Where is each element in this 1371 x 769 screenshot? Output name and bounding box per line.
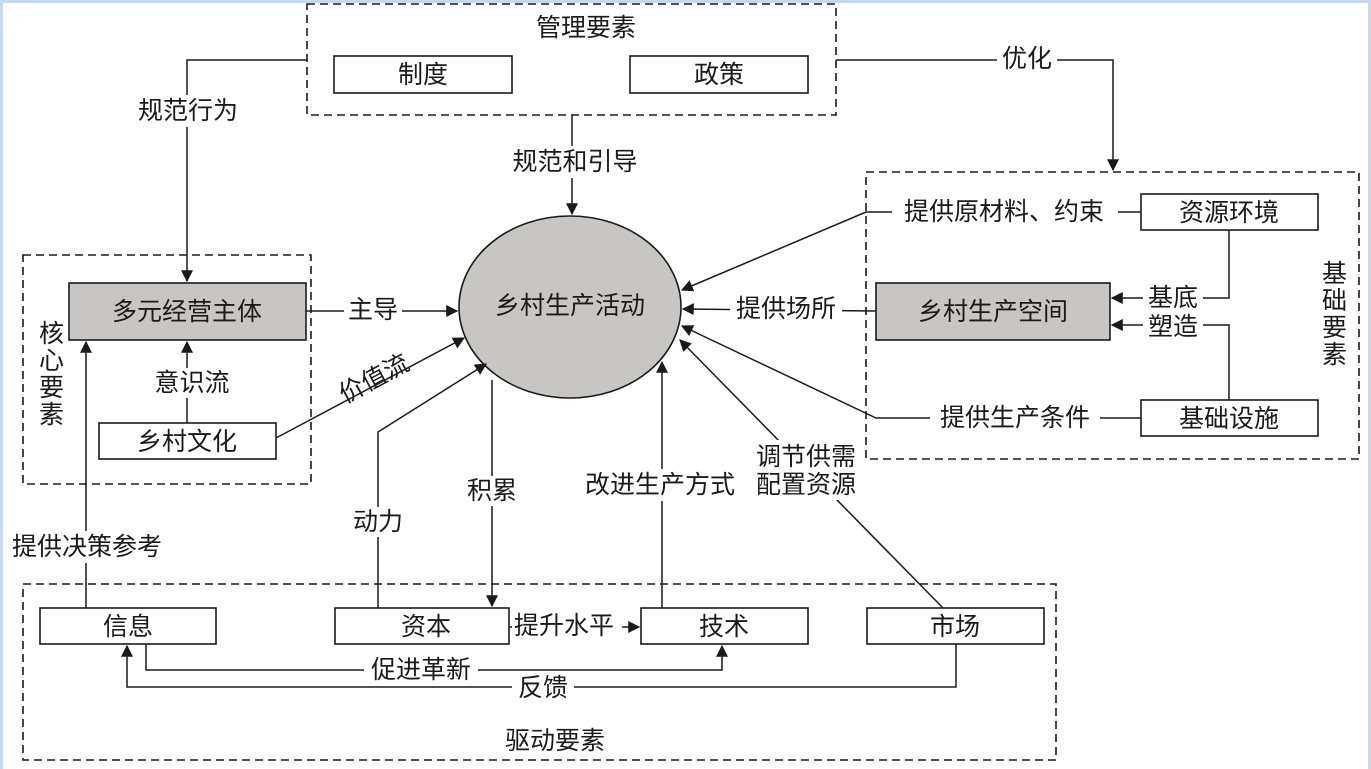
power-label-bg	[350, 507, 406, 537]
provide-site-label: 提供场所	[736, 294, 836, 323]
shape-label-bg	[1143, 312, 1203, 342]
provide-conditions-label-bg	[930, 402, 1100, 434]
lead-label: 主导	[348, 295, 398, 324]
shape-label: 塑造	[1148, 312, 1198, 341]
decision-reference-label: 提供决策参考	[12, 532, 162, 561]
provide-conditions-label: 提供生产条件	[940, 403, 1090, 432]
provide-site-label-bg	[730, 294, 842, 324]
base-label: 基底	[1148, 283, 1198, 312]
regulate-supply-label-1: 调节供需	[756, 442, 856, 471]
decision-reference-label-bg	[4, 531, 170, 563]
regulate-guide-label-bg	[505, 146, 645, 178]
infrastructure-node	[1140, 399, 1319, 437]
core-group-label: 核心要素	[36, 320, 65, 428]
normalize-behavior-label-bg	[132, 95, 244, 127]
raise-level-label: 提升水平	[514, 611, 614, 640]
lead-label-bg	[344, 295, 402, 325]
normalize-behavior-label: 规范行为	[138, 96, 238, 125]
feedback-label: 反馈	[518, 673, 568, 702]
system-node	[333, 55, 513, 94]
policy-node	[629, 55, 809, 94]
optimize-label-bg	[997, 44, 1057, 74]
value-flow-label: 价值流	[334, 348, 414, 409]
information-node	[39, 607, 217, 645]
normalize-behavior-arrow	[181, 59, 307, 283]
base-label-bg	[1143, 283, 1203, 313]
foundation-group-label: 基础要素	[1319, 260, 1348, 368]
resources-label: 资源环境	[1179, 198, 1279, 227]
accumulate-label-bg	[462, 476, 522, 506]
culture-label: 乡村文化	[137, 427, 237, 456]
information-label: 信息	[103, 612, 153, 641]
improve-methods-label-bg	[577, 469, 743, 501]
center-node	[458, 215, 682, 399]
culture-node	[98, 422, 277, 460]
operators-label: 多元经营主体	[112, 297, 262, 326]
power-label: 动力	[353, 507, 403, 536]
provide-materials-label-bg	[892, 196, 1118, 228]
accumulate-label: 积累	[467, 476, 517, 505]
driving-group-label: 驱动要素	[505, 726, 605, 755]
technology-label: 技术	[699, 612, 749, 641]
improve-methods-label: 改进生产方式	[585, 470, 735, 499]
space-label: 乡村生产空间	[918, 297, 1068, 326]
power-arrow	[377, 363, 488, 608]
feedback-label-bg	[512, 673, 574, 703]
center-label: 乡村生产活动	[495, 291, 645, 320]
regulate-supply-label-bg	[752, 440, 860, 500]
core-group-box	[22, 254, 312, 485]
consciousness-flow-label: 意识流	[154, 368, 229, 397]
driving-group-box	[22, 583, 1057, 761]
raise-level-label-bg	[512, 611, 622, 641]
consciousness-flow-label-bg	[150, 368, 234, 398]
value-flow-arrow	[275, 337, 466, 439]
optimize-label: 优化	[1002, 44, 1052, 73]
infrastructure-label: 基础设施	[1179, 404, 1279, 433]
promote-innovation-label-bg	[364, 655, 478, 685]
market-label: 市场	[930, 612, 980, 641]
regulate-supply-label-2: 配置资源	[756, 470, 856, 499]
capital-label: 资本	[401, 612, 451, 641]
policy-label: 政策	[694, 60, 744, 89]
management-group-label: 管理要素	[536, 13, 636, 42]
promote-innovation-label: 促进革新	[371, 655, 471, 684]
space-node	[875, 282, 1111, 341]
optimize-arrow	[836, 59, 1119, 172]
provide-materials-label: 提供原材料、约束	[904, 197, 1104, 226]
regulate-guide-label: 规范和引导	[512, 147, 637, 176]
capital-node	[334, 607, 510, 645]
system-label: 制度	[398, 60, 448, 89]
operators-node	[68, 282, 307, 341]
technology-node	[640, 607, 809, 645]
